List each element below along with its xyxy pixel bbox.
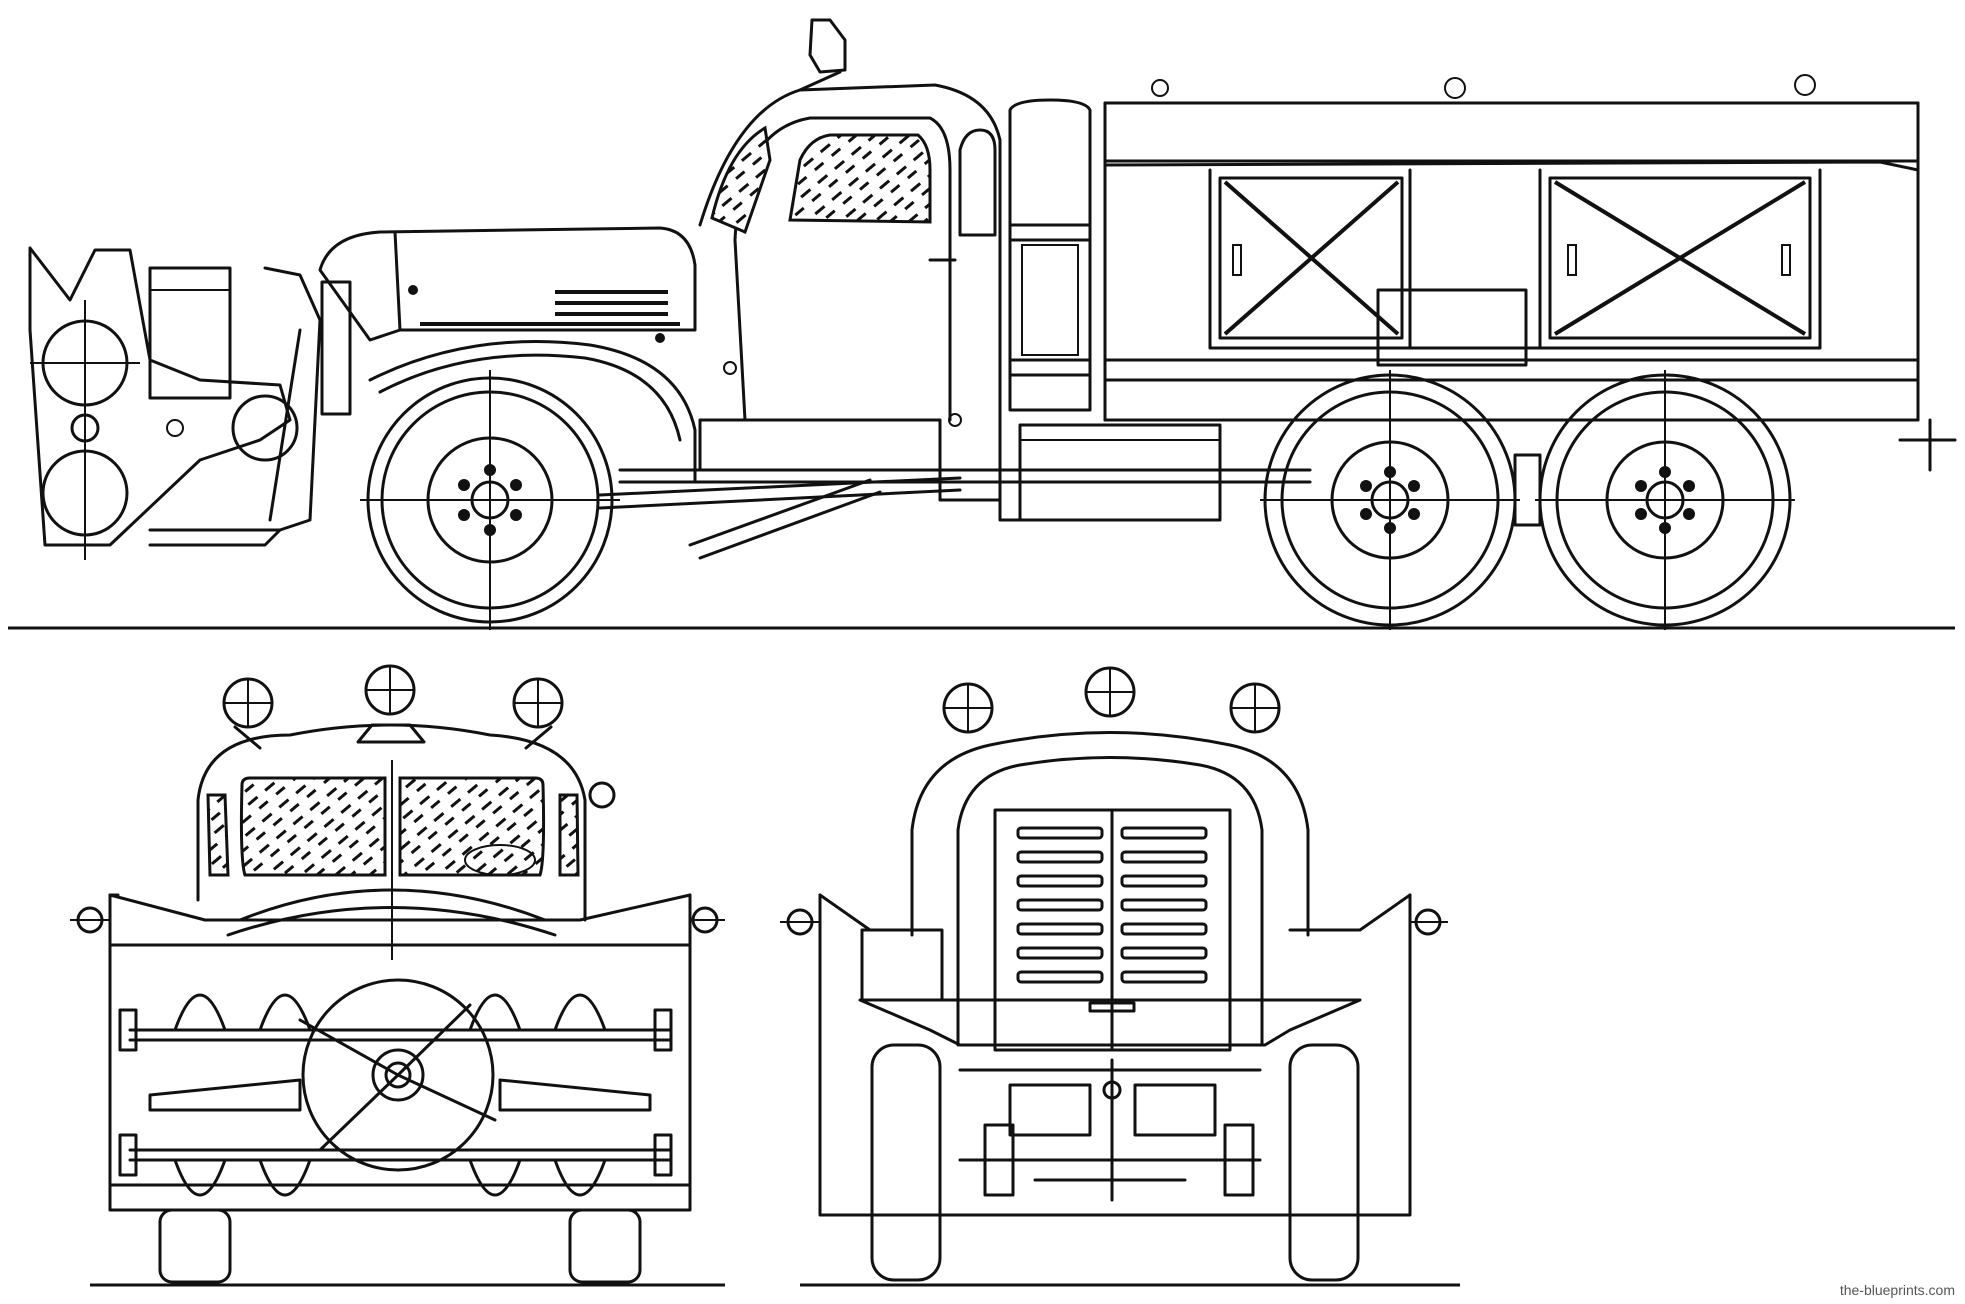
side-rear-wheel-1 bbox=[1260, 370, 1520, 630]
side-front-wheel bbox=[360, 370, 620, 630]
front-blower-housing bbox=[70, 893, 725, 1212]
rear-tank bbox=[910, 731, 1310, 1052]
side-tank-body bbox=[1103, 74, 1957, 472]
side-chassis bbox=[598, 423, 1312, 560]
rear-left-wheel bbox=[870, 1043, 942, 1282]
side-snow-blower bbox=[28, 246, 322, 560]
front-headlamps bbox=[222, 664, 564, 750]
side-hood bbox=[318, 226, 697, 482]
side-cab bbox=[698, 18, 1002, 502]
side-view bbox=[8, 18, 1957, 630]
side-exhaust-stack bbox=[1008, 98, 1092, 412]
front-right-wheel bbox=[568, 1208, 642, 1284]
front-cab bbox=[196, 723, 616, 960]
front-left-wheel bbox=[158, 1208, 232, 1284]
front-view bbox=[70, 664, 725, 1287]
rear-louvers bbox=[1016, 826, 1208, 984]
rear-right-wheel bbox=[1288, 1043, 1360, 1282]
rear-frame bbox=[780, 893, 1448, 1217]
side-suspension bbox=[1513, 453, 1542, 527]
watermark-text: the-blueprints.com bbox=[1839, 1282, 1955, 1298]
side-rear-wheel-2 bbox=[1535, 370, 1795, 630]
rear-view bbox=[780, 666, 1460, 1287]
rear-lamps bbox=[942, 666, 1281, 734]
